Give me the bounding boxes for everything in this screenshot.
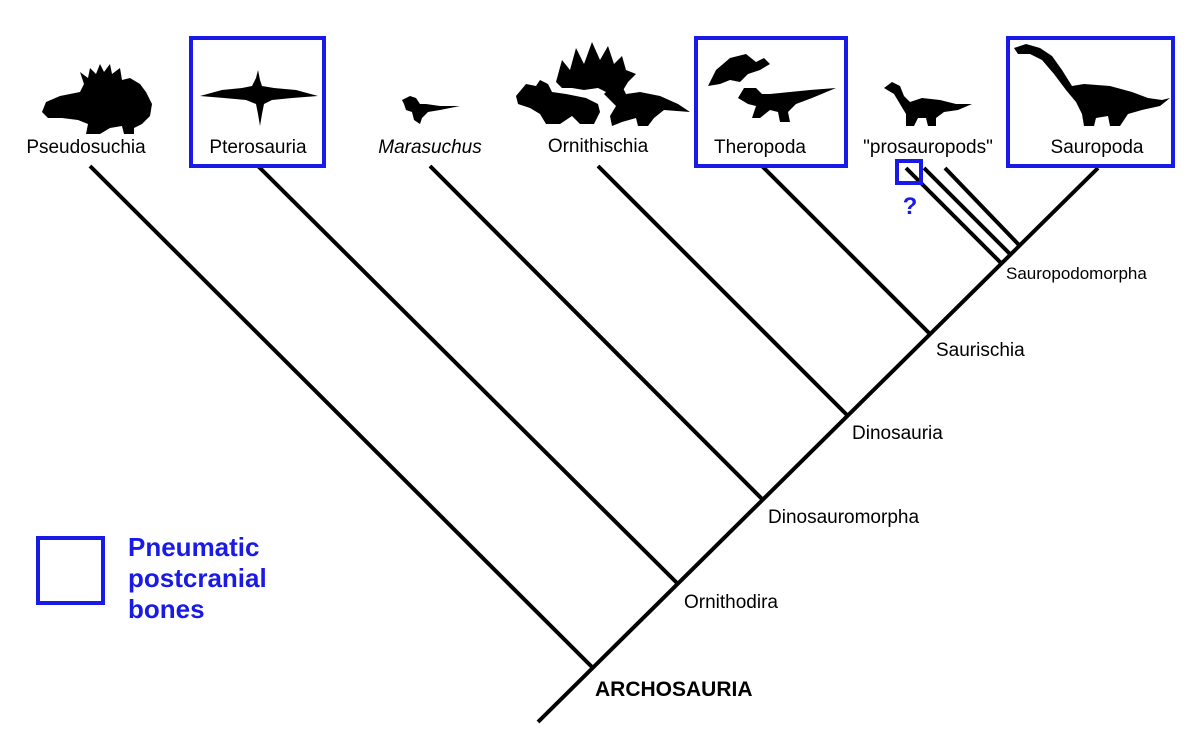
legend: Pneumatic postcranial bones: [36, 532, 267, 624]
node-label-dinosauromorpha: Dinosauromorpha: [768, 507, 919, 528]
branch-prosauropod-2: [922, 166, 1013, 257]
sauropod-silhouette-icon: [1014, 44, 1170, 126]
legend-line-2: postcranial: [128, 563, 267, 593]
legend-swatch-box: [36, 536, 105, 605]
node-label-sauropodomorpha: Sauropodomorpha: [1006, 264, 1147, 283]
root-label-archosauria: ARCHOSAURIA: [595, 678, 753, 701]
theropoda-pneumatic-box: [694, 36, 848, 168]
marasuchus-silhouette-icon: [402, 96, 460, 124]
node-label-dinosauria: Dinosauria: [852, 423, 943, 444]
node-label-saurischia: Saurischia: [936, 340, 1025, 361]
prosauropod-silhouette-icon: [884, 82, 972, 126]
crocodile-silhouette-icon: [42, 64, 152, 134]
cladogram-branches: [88, 164, 1100, 724]
branch-pseudosuchia: [88, 164, 595, 670]
taxon-label-pterosauria: Pterosauria: [209, 137, 307, 158]
ornithischian-silhouette-icon: [516, 42, 690, 126]
taxon-label-pseudosuchia: Pseudosuchia: [26, 137, 146, 158]
uncertain-question-mark: ?: [903, 193, 918, 220]
prosauropod-uncertain-box: [895, 159, 923, 185]
taxon-label-prosauropods: "prosauropods": [863, 137, 993, 158]
branch-pterosauria: [256, 164, 680, 586]
pterosaur-silhouette-icon: [200, 70, 318, 126]
theropod-silhouette-icon: [708, 54, 836, 122]
branch-marasuchus: [428, 164, 765, 502]
taxon-label-marasuchus: Marasuchus: [378, 137, 482, 158]
taxon-label-ornithischia: Ornithischia: [548, 136, 649, 157]
node-label-ornithodira: Ornithodira: [684, 592, 778, 613]
sauropoda-pneumatic-box: [1006, 36, 1175, 168]
branch-theropoda: [760, 164, 932, 336]
taxon-label-theropoda: Theropoda: [714, 137, 806, 158]
branch-prosauropod-3: [943, 166, 1022, 248]
pterosauria-pneumatic-box: [189, 36, 326, 168]
stem-branch: [536, 166, 1100, 724]
taxon-label-sauropoda: Sauropoda: [1051, 137, 1144, 158]
legend-line-3: bones: [128, 594, 205, 624]
legend-line-1: Pneumatic: [128, 532, 260, 562]
branch-ornithischia: [596, 164, 850, 418]
